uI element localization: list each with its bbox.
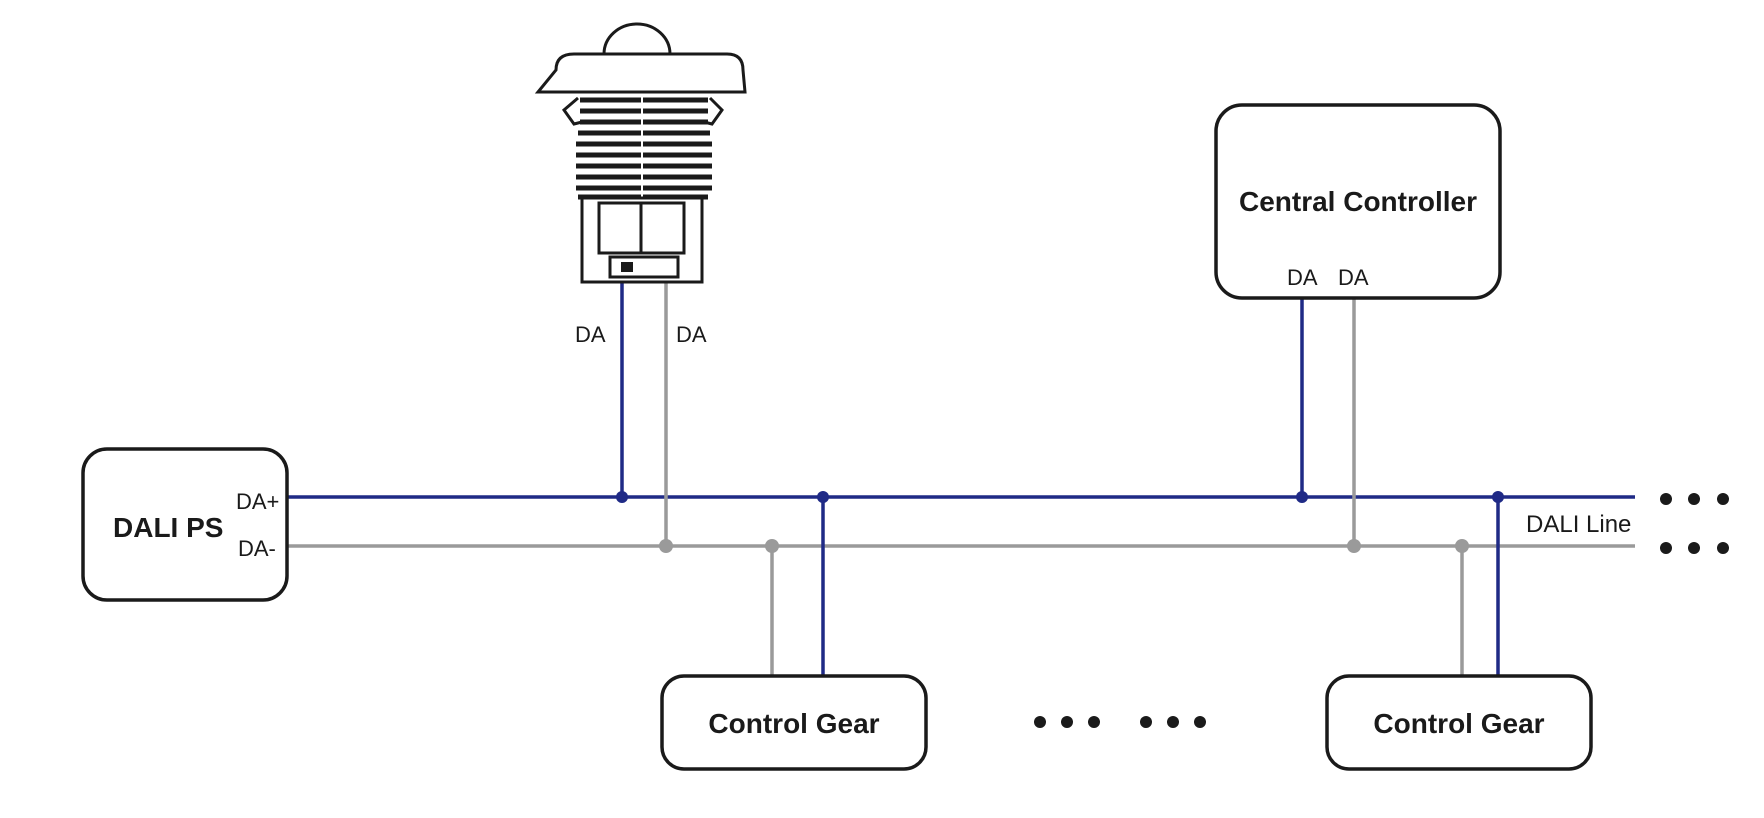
bus-continuation-ellipsis <box>1660 493 1729 554</box>
dali-ps-label: DALI PS <box>113 512 223 543</box>
sensor-device: DA DA <box>534 22 747 347</box>
control-gear-label: Control Gear <box>708 708 879 739</box>
junction-dot <box>817 491 829 503</box>
junction-dot <box>659 539 673 553</box>
dali-line-label: DALI Line <box>1526 511 1631 538</box>
da-minus-terminal-label: DA- <box>238 536 276 561</box>
da-plus-terminal-label: DA+ <box>236 489 279 514</box>
central-controller-box <box>1214 103 1502 300</box>
control-gear-box <box>660 674 928 771</box>
sensor-left-clip <box>561 96 583 126</box>
central-controller-block: Central Controller DA DA <box>1214 103 1502 300</box>
junction-dot <box>765 539 779 553</box>
dali-ps-box <box>81 447 289 602</box>
control-gear-2: Control Gear <box>1325 674 1593 771</box>
junction-dot <box>1492 491 1504 503</box>
sensor-switch <box>608 255 680 279</box>
sensor-da-right-label: DA <box>676 322 707 347</box>
sensor-da-left-label: DA <box>575 322 606 347</box>
sensor-dome <box>602 22 672 56</box>
gear-ellipsis <box>1034 716 1206 728</box>
dali-ps-block: DALI PS DA+ DA- <box>81 447 289 602</box>
control-gear-box <box>1325 674 1593 771</box>
controller-da-right-label: DA <box>1338 265 1369 290</box>
control-gear-label: Control Gear <box>1373 708 1544 739</box>
sensor-switch-knob <box>621 262 633 272</box>
junction-dot <box>1455 539 1469 553</box>
central-controller-label: Central Controller <box>1239 186 1477 217</box>
control-gear-1: Control Gear <box>660 674 928 771</box>
sensor-cap <box>534 52 747 94</box>
junction-dot <box>616 491 628 503</box>
junction-dot <box>1347 539 1361 553</box>
controller-da-left-label: DA <box>1287 265 1318 290</box>
sensor-thread <box>576 95 712 200</box>
junction-dot <box>1296 491 1308 503</box>
